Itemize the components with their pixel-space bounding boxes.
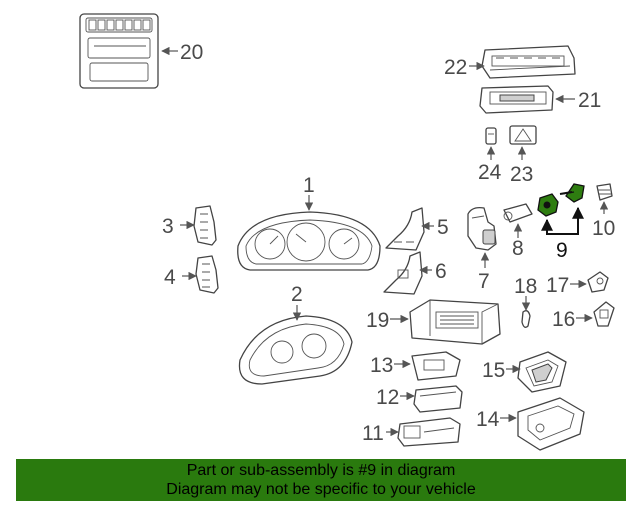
callout-24: 24 — [478, 161, 502, 184]
callout-19: 19 — [366, 309, 389, 332]
parts-diagram: 20 22 21 24 23 1 — [79, 13, 615, 451]
part-15-tray[interactable] — [517, 351, 567, 393]
part-7-headlight-switch[interactable] — [467, 206, 497, 251]
part-11-lower-trim[interactable] — [397, 417, 461, 447]
callout-16: 16 — [552, 308, 575, 331]
part-16-push-switch[interactable] — [593, 301, 615, 327]
callout-4: 4 — [164, 266, 176, 289]
part-23-hazard-switch[interactable] — [509, 125, 537, 145]
banner-line-2: Diagram may not be specific to your vehi… — [166, 481, 476, 498]
callout-12: 12 — [376, 386, 399, 409]
part-2-cluster-housing[interactable] — [238, 315, 353, 385]
callout-21: 21 — [578, 89, 601, 112]
part-9-ignition-lock-and-key[interactable] — [537, 183, 585, 217]
info-banner: Part or sub-assembly is #9 in diagram Di… — [16, 459, 626, 501]
callout-14: 14 — [476, 408, 500, 431]
callout-5: 5 — [437, 216, 449, 239]
callout-13: 13 — [370, 354, 393, 377]
callout-15: 15 — [482, 359, 505, 382]
callout-6: 6 — [435, 260, 447, 283]
part-12-trim-piece[interactable] — [413, 385, 463, 413]
callout-2: 2 — [291, 283, 303, 306]
part-1-instrument-cluster[interactable] — [237, 211, 381, 271]
part-8-connector[interactable] — [503, 203, 533, 223]
callout-8: 8 — [512, 237, 524, 260]
part-14-console-housing[interactable] — [517, 397, 585, 451]
part-13-bracket[interactable] — [411, 351, 461, 381]
part-21-display-unit[interactable] — [479, 85, 554, 114]
banner-line-1: Part or sub-assembly is #9 in diagram — [186, 462, 456, 479]
callout-7: 7 — [478, 270, 490, 293]
part-5-right-switch-bezel[interactable] — [385, 207, 425, 251]
part-4-left-switch-bezel-lower[interactable] — [195, 255, 219, 294]
callout-10: 10 — [592, 217, 615, 240]
callout-22: 22 — [444, 56, 467, 79]
part-20-climate-control-panel[interactable] — [79, 13, 159, 89]
callout-1: 1 — [303, 174, 315, 197]
callout-9: 9 — [556, 239, 568, 262]
part-3-left-switch-bezel[interactable] — [193, 205, 217, 246]
part-18-clip[interactable] — [521, 310, 531, 328]
part-22-switch-panel[interactable] — [481, 45, 576, 79]
callout-3: 3 — [162, 215, 174, 238]
part-6-right-switch-bezel-lower[interactable] — [383, 251, 423, 295]
callout-18: 18 — [514, 275, 537, 298]
callout-11: 11 — [362, 422, 384, 445]
callout-23: 23 — [510, 163, 533, 186]
callout-20: 20 — [180, 41, 203, 64]
callout-17: 17 — [546, 274, 569, 297]
part-17-switch-knob[interactable] — [587, 271, 609, 293]
part-19-storage-module[interactable] — [409, 299, 501, 345]
part-10-socket[interactable] — [596, 183, 613, 201]
part-24-small-switch[interactable] — [485, 127, 497, 145]
